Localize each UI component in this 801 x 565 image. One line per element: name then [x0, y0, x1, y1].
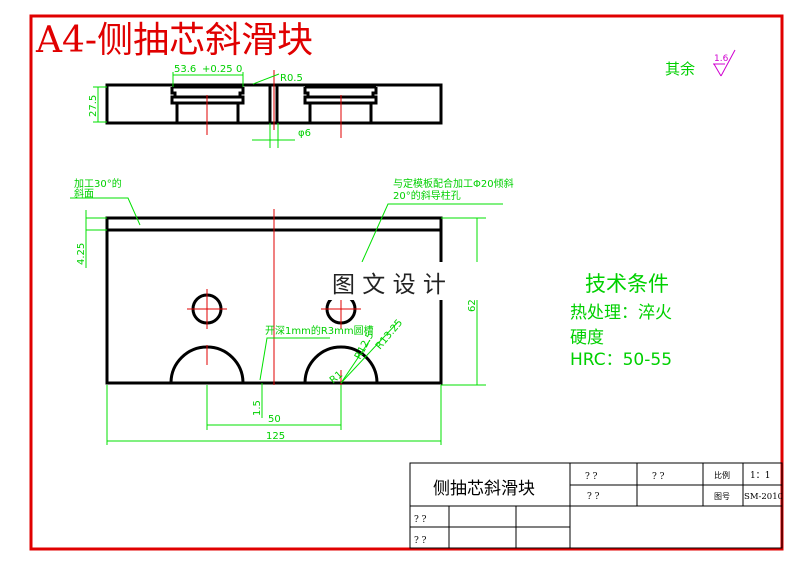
dim-r13-25: R13.25 [374, 318, 405, 352]
top-view: 53.6 +0.25 0 R0.5 27.5 φ6 [88, 64, 443, 148]
dim-tol-upper: +0.25 [202, 64, 233, 75]
tech-heading: 技术条件 [585, 272, 669, 296]
drawing-no-label: 图号 [714, 492, 730, 501]
note-left-1: 加工30°的 [74, 177, 122, 190]
scale-label: 比例 [714, 470, 730, 480]
note-right-2: 20°的斜导柱孔 [393, 189, 461, 202]
dim-tol-lower: 0 [236, 64, 242, 75]
dim-50: 50 [268, 414, 281, 425]
dim-width: 53.6 [174, 64, 196, 75]
watermark-box [320, 262, 478, 300]
dim-4-25: 4.25 [76, 243, 87, 265]
title-block: 侧抽芯斜滑块 ? ? ? ? ? ? ? ? ? ? 比例 1：1 图号 SM-… [409, 462, 783, 549]
dim-62: 62 [467, 299, 478, 312]
watermark-text: 图 文 设 计 [332, 272, 446, 298]
dim-slot: φ6 [298, 128, 311, 139]
scale-value: 1：1 [750, 471, 770, 481]
field-3: ? ? [587, 492, 600, 502]
roughness-symbol-icon [713, 49, 736, 77]
note-right-1: 与定模板配合加工Φ20倾斜 [393, 177, 514, 190]
drawing-border [29, 14, 784, 551]
dim-1-5: 1.5 [252, 400, 263, 416]
tech-line-3: HRC：50-55 [570, 350, 672, 370]
note-groove: 开深1mm的R3mm圆槽 [265, 324, 374, 337]
dim-height: 27.5 [88, 95, 99, 117]
roughness-value: 1.6 [714, 54, 729, 64]
roughness-label: 其余 [665, 60, 695, 78]
note-left-2: 斜面 [74, 187, 94, 200]
dim-radius: R0.5 [280, 73, 303, 84]
drawing-title: A4-侧抽芯斜滑块 [35, 20, 313, 61]
tech-line-2: 硬度 [570, 328, 604, 348]
field-2: ? ? [652, 472, 665, 482]
part-name: 侧抽芯斜滑块 [433, 479, 535, 499]
field-1: ? ? [585, 472, 598, 482]
front-view: 加工30°的 斜面 与定模板配合加工Φ20倾斜 20°的斜导柱孔 开深1mm的R… [70, 177, 514, 445]
tech-line-1: 热处理：淬火 [570, 303, 672, 323]
drawing-no-value: SM-2010 [744, 492, 783, 502]
field-5: ? ? [414, 536, 427, 546]
dim-125: 125 [266, 431, 285, 442]
field-4: ? ? [414, 515, 427, 525]
